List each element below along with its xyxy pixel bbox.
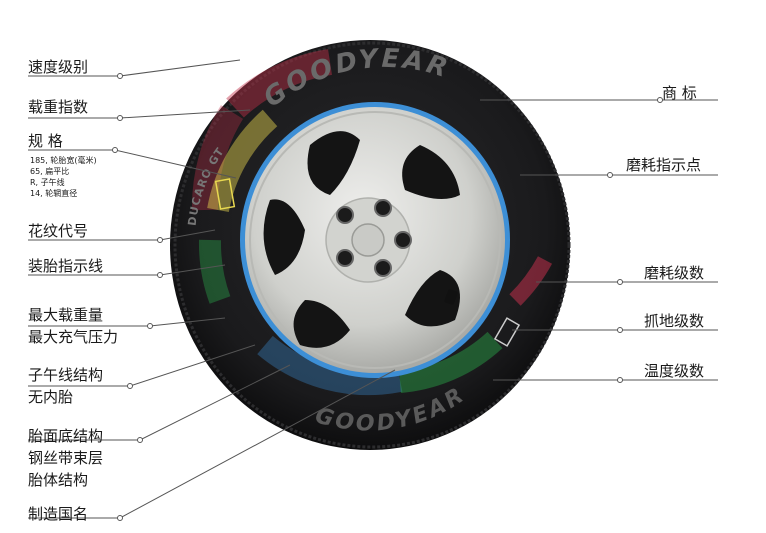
rim-lip — [249, 111, 501, 369]
label-steel-belt: 钢丝带束层 — [28, 449, 104, 467]
highlight-yellow — [207, 109, 278, 213]
highlight-blue-bottom — [257, 335, 403, 396]
label-trademark: 商 标 — [662, 84, 697, 102]
label-load-index: 载重指数 — [28, 98, 89, 116]
highlight-green-left — [198, 239, 231, 304]
highlight-green-bottom — [398, 331, 503, 393]
highlight-red-upper — [226, 49, 333, 118]
highlight-red-right — [509, 256, 553, 306]
label-wear-indicator: 磨耗指示点 — [626, 156, 702, 174]
wear-indicator-mark — [214, 178, 236, 210]
rim-windows — [263, 131, 460, 348]
spec-detail-width: 185, 轮胎宽(毫米) — [30, 156, 97, 165]
spec-detail-rim: 14, 轮辋直径 — [30, 189, 78, 198]
label-tread-pattern-code: 花纹代号 — [28, 222, 89, 240]
label-max-load: 最大载重量 — [28, 306, 104, 324]
tire-tread-edge — [173, 41, 571, 449]
label-specification: 规 格 — [28, 132, 63, 150]
leader-dots — [112, 73, 663, 521]
highlight-red-left — [191, 105, 244, 211]
rim-center-cap — [351, 223, 385, 257]
label-fitting-line: 装胎指示线 — [28, 257, 104, 275]
label-radial-structure: 子午线结构 — [28, 366, 104, 384]
label-country-of-manufacture: 制造国名 — [28, 505, 89, 523]
valve-stem — [444, 289, 458, 305]
label-temperature-grade: 温度级数 — [644, 362, 705, 380]
spec-detail-aspect: 65, 扁平比 — [30, 167, 70, 176]
lug-nuts — [336, 199, 412, 277]
label-traction-grade: 抓地级数 — [644, 312, 705, 330]
label-max-pressure: 最大充气压力 — [28, 328, 119, 346]
label-carcass-structure: 胎体结构 — [28, 471, 89, 489]
traction-mark — [493, 317, 521, 347]
label-speed-rating: 速度级别 — [28, 58, 89, 76]
label-treadwear-grade: 磨耗级数 — [644, 264, 705, 282]
label-tubeless: 无内胎 — [28, 388, 74, 406]
spec-detail-radial: R, 子午线 — [30, 178, 65, 187]
label-tread-base-structure: 胎面底结构 — [28, 427, 104, 445]
